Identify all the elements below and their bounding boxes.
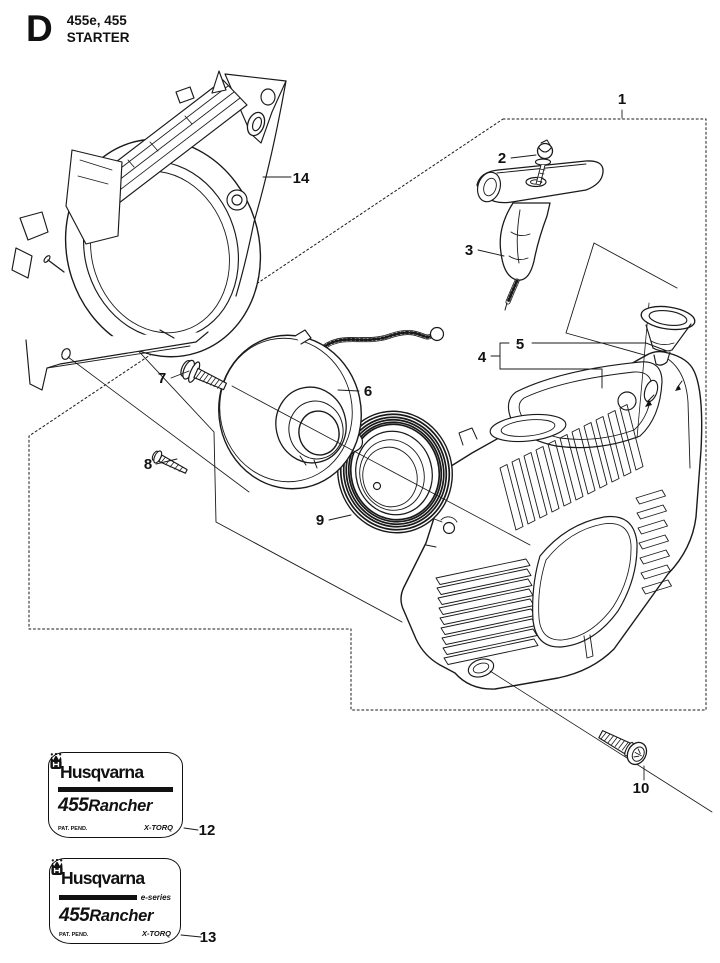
- decal-divider-bar: [59, 895, 137, 900]
- part-2-handle-screw: [534, 139, 554, 186]
- part-6-rope-pulley: [218, 326, 445, 490]
- alignment-line-screw8: [67, 356, 250, 493]
- callout-3-leader: [477, 249, 505, 257]
- callout-7: 7: [158, 370, 166, 387]
- brand-name: Husqvarna: [60, 762, 144, 782]
- callout-13-leader: [180, 934, 202, 938]
- decal-footer-row: PAT. PEND. X-TORQ: [59, 929, 171, 938]
- callout-4-5-bracket: [490, 342, 668, 389]
- assembly-1-dashed-boundary: [28, 118, 707, 711]
- callout-7-leader: [170, 370, 190, 379]
- callout-13: 13: [200, 929, 217, 946]
- direction-arrow-icon: [645, 400, 652, 407]
- decal-divider-bar: [58, 787, 173, 792]
- part-3-starter-handle: [476, 160, 604, 311]
- alignment-line-screw10: [489, 670, 713, 813]
- decal-divider-row: [58, 787, 173, 792]
- alignment-line-pulley-axis: [231, 385, 531, 546]
- husqvarna-crown-icon: [50, 753, 62, 769]
- callout-6-leader: [337, 389, 360, 392]
- callout-14: 14: [293, 170, 310, 187]
- callout-4: 4: [478, 349, 487, 366]
- part-10-screw: [598, 730, 648, 766]
- part-5-rope-guide: [640, 305, 696, 366]
- decal-footer-row: PAT. PEND. X-TORQ: [58, 823, 173, 832]
- decal-model-row: 455 Rancher: [58, 795, 173, 817]
- projection-plane-right: [565, 242, 678, 357]
- header-text-block: 455e, 455 STARTER: [67, 13, 130, 47]
- part-14-fan-housing: [11, 70, 287, 391]
- callout-1: 1: [618, 91, 626, 108]
- xtorq-text: X-TORQ: [143, 823, 173, 832]
- callout-12-leader: [183, 827, 199, 831]
- husqvarna-crown-icon: [51, 859, 63, 875]
- callout-2-leader: [510, 154, 537, 159]
- decal-brand-row: Husqvarna: [51, 859, 171, 889]
- callout-6: 6: [364, 383, 372, 400]
- part-9-recoil-spring: [336, 410, 453, 534]
- decal-divider-row: e-series: [59, 893, 171, 902]
- model-name: Rancher: [88, 797, 153, 815]
- model-name: Rancher: [89, 907, 154, 925]
- decal-model-row: 455 Rancher: [59, 905, 171, 927]
- e-series-text: e-series: [140, 893, 171, 902]
- callout-10: 10: [633, 780, 650, 797]
- callout-3: 3: [465, 242, 473, 259]
- callout-8: 8: [144, 456, 152, 473]
- page-header: D 455e, 455 STARTER: [26, 10, 129, 47]
- xtorq-text: X-TORQ: [141, 929, 171, 938]
- patent-text: PAT. PEND.: [58, 826, 88, 832]
- patent-text: PAT. PEND.: [59, 932, 89, 938]
- section-letter: D: [26, 8, 53, 49]
- callout-12: 12: [199, 822, 216, 839]
- callout-8-leader: [155, 458, 178, 465]
- part-8-screw: [151, 450, 188, 474]
- part-4-starter-housing: [400, 350, 703, 690]
- model-number: 455: [59, 905, 90, 926]
- model-list: 455e, 455: [66, 13, 127, 28]
- part-7-screw: [180, 359, 227, 391]
- brand-name: Husqvarna: [61, 868, 145, 888]
- decal-brand-row: Husqvarna: [50, 753, 173, 783]
- callout-2: 2: [498, 150, 506, 167]
- model-number: 455: [58, 795, 89, 816]
- callout-5: 5: [516, 336, 524, 353]
- direction-arrow-icon: [675, 385, 681, 391]
- callout-9-leader: [328, 514, 352, 521]
- part-13-model-decal: Husqvarna e-series 455 Rancher PAT. PEND…: [49, 858, 181, 944]
- alignment-line-rope-guide: [636, 302, 650, 439]
- callout-9: 9: [316, 512, 324, 529]
- page-title: STARTER: [66, 29, 130, 45]
- direction-arrow-icon: [646, 394, 655, 403]
- projection-plane-left: [130, 342, 403, 623]
- part-12-model-decal: Husqvarna 455 Rancher PAT. PEND. X-TORQ: [48, 752, 183, 838]
